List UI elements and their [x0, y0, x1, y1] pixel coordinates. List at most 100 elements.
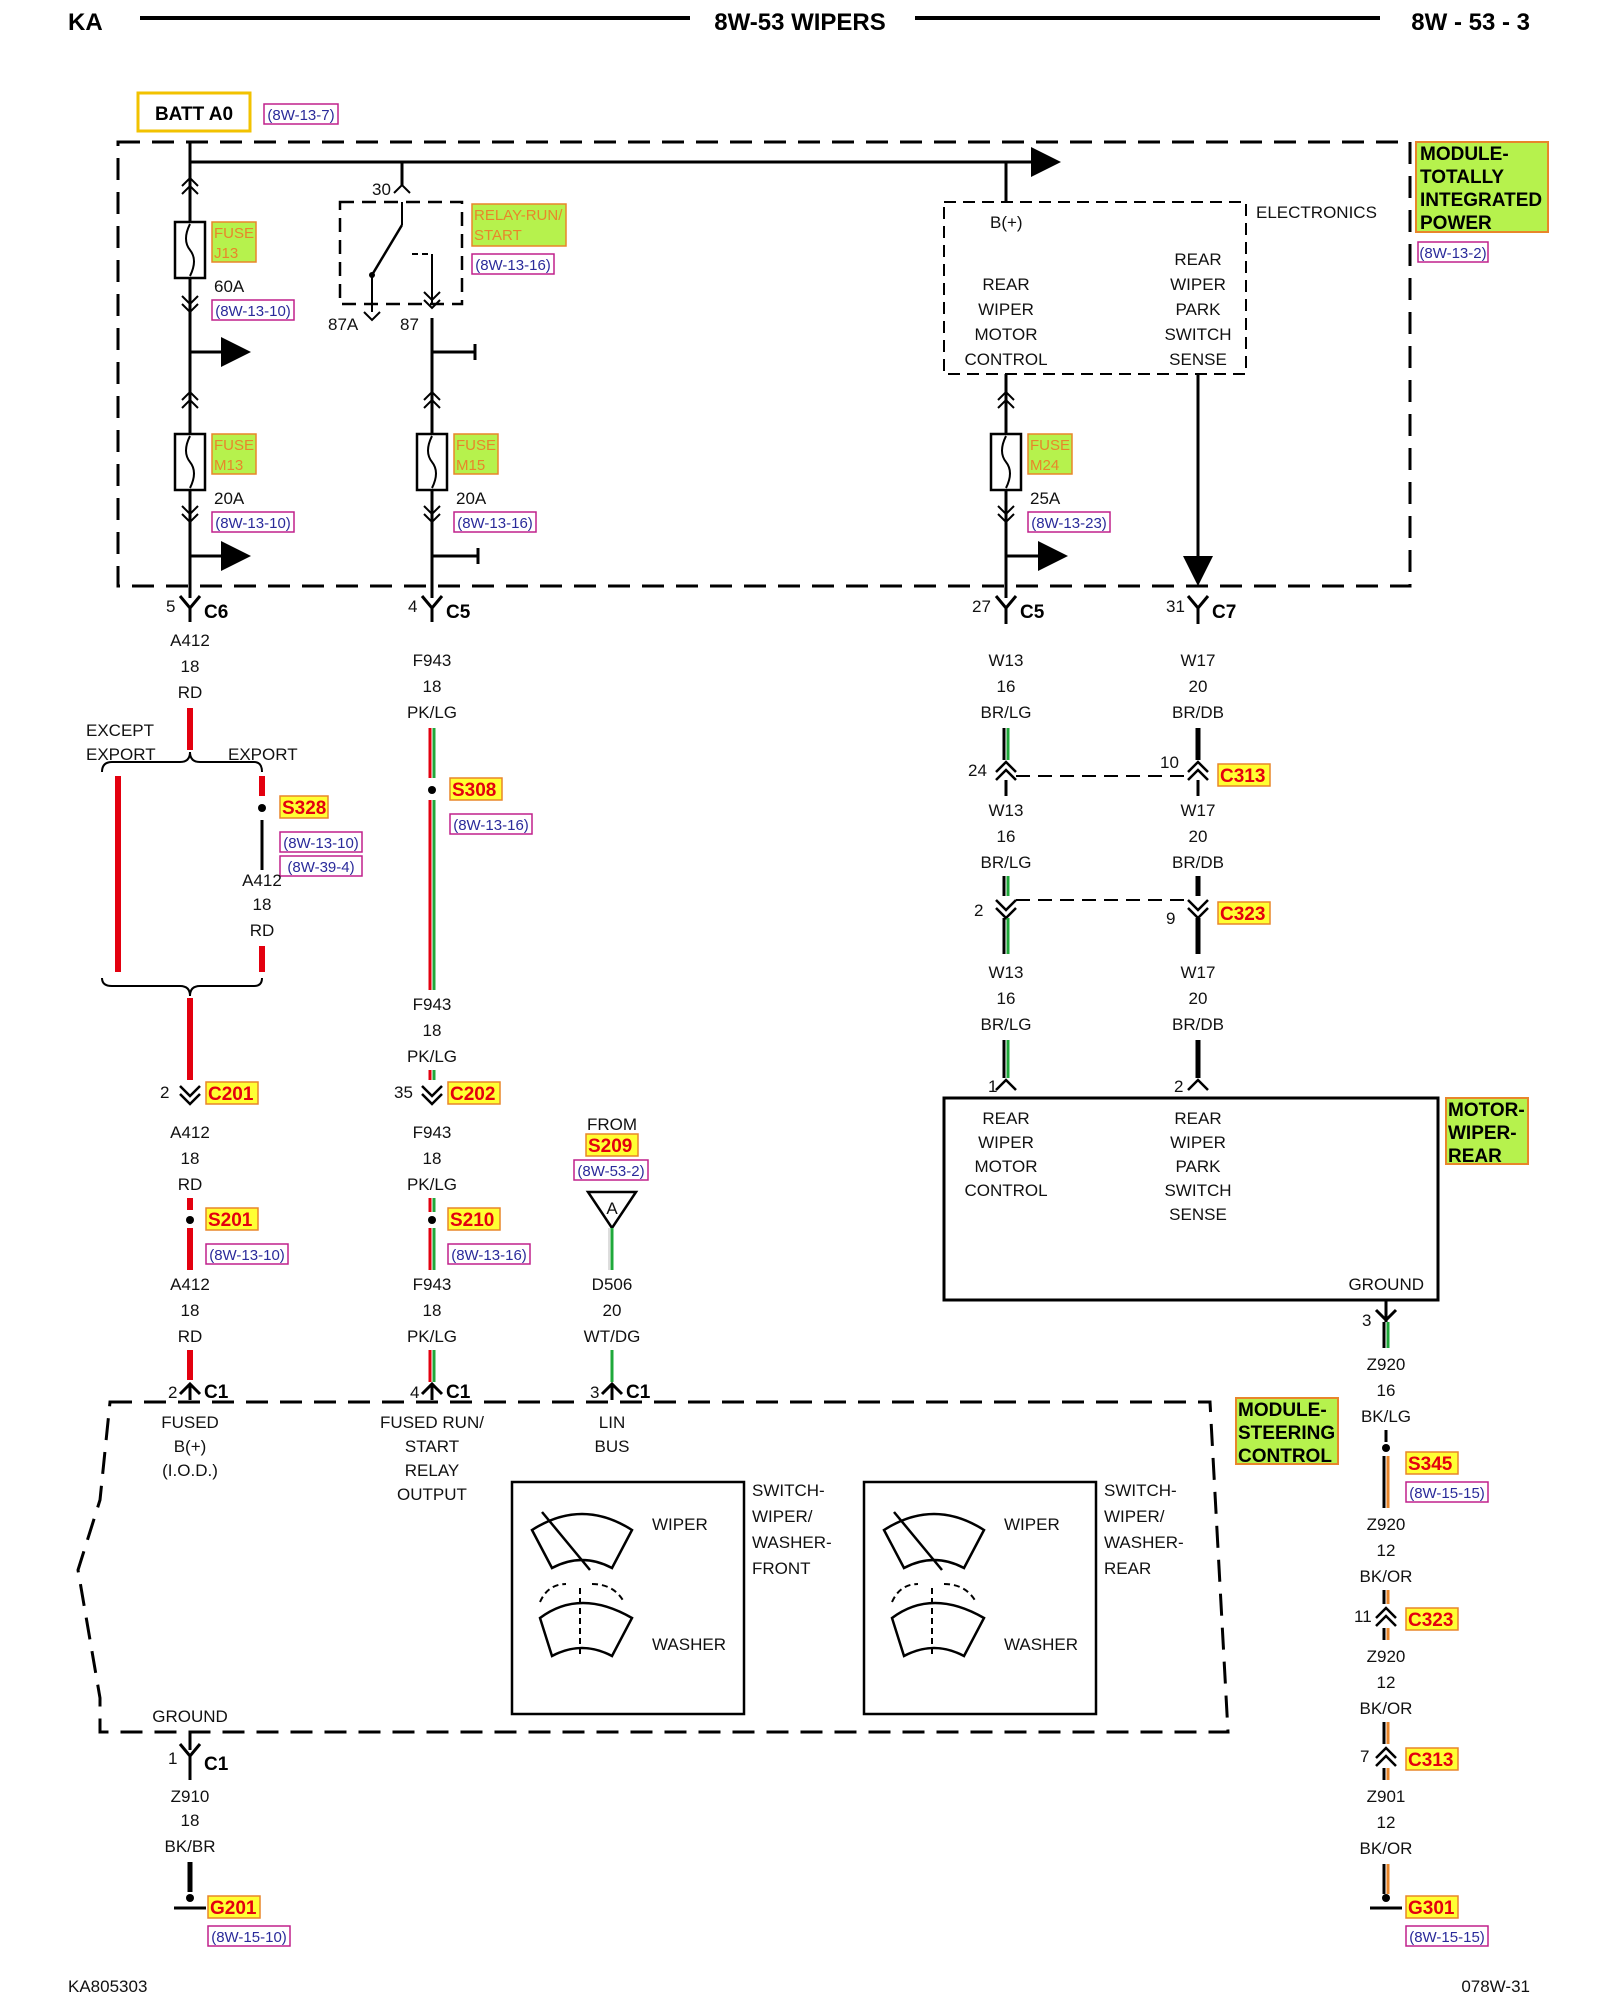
tipm-box	[116, 140, 1412, 588]
f943-2-code: F943	[413, 995, 452, 1014]
s328-dot	[258, 804, 266, 812]
g201-ref-box	[207, 1925, 291, 1947]
f943-3-code: F943	[413, 1123, 452, 1142]
fuse-m24-element	[1001, 435, 1011, 489]
s328-name: S328	[282, 798, 326, 819]
c1a-name: C1	[204, 1382, 229, 1403]
g301-ref-box	[1405, 1925, 1489, 1947]
except-l2: EXPORT	[86, 745, 156, 764]
c1b-pin: 4	[410, 1383, 419, 1402]
g201-ref: (8W-15-10)	[211, 1929, 287, 1946]
s209-name: S209	[588, 1136, 632, 1157]
c313b-pin: 7	[1360, 1747, 1369, 1766]
c201-name: C201	[208, 1084, 254, 1105]
w17-2-gauge: 20	[1189, 827, 1208, 846]
scm-box	[76, 1400, 1230, 1734]
motor-pin3: 3	[1362, 1311, 1371, 1330]
motor-right-5: SENSE	[1169, 1205, 1227, 1224]
c1g-pin: 1	[168, 1749, 177, 1768]
fuse-j13-ref-box	[211, 299, 295, 321]
scm-ground: GROUND	[152, 1707, 228, 1726]
c201-chevron	[179, 1085, 201, 1106]
w17-1-color: BR/DB	[1172, 703, 1224, 722]
c5a-pin: 4	[408, 597, 417, 616]
c313a-name: C313	[1220, 766, 1265, 787]
g301-label-bg	[1405, 1895, 1459, 1919]
c201-pin: 2	[160, 1083, 169, 1102]
s210-dot	[428, 1216, 436, 1224]
s328-ref2-box	[279, 855, 363, 877]
c202-name: C202	[450, 1084, 495, 1105]
c323b-chevron	[1375, 1606, 1397, 1627]
fuse-j13-amp: 60A	[214, 277, 245, 296]
relay-ref-box	[471, 253, 555, 275]
fuse-m24-ref: (8W-13-23)	[1031, 515, 1107, 532]
w17-3-gauge: 20	[1189, 989, 1208, 1008]
z920-1-gauge: 16	[1377, 1381, 1396, 1400]
f943-4-code: F943	[413, 1275, 452, 1294]
offpage-letter: A	[606, 1199, 618, 1218]
z901-gauge: 12	[1377, 1813, 1396, 1832]
f943-1-gauge: 18	[423, 677, 442, 696]
fuse-m13-ref: (8W-13-10)	[215, 515, 291, 532]
g301-name: G301	[1408, 1898, 1455, 1919]
c7-pin: 31	[1166, 597, 1185, 616]
a412-2-code: A412	[242, 871, 282, 890]
motor-right-2: WIPER	[1170, 1133, 1226, 1152]
relay-pin-87a: 87A	[328, 315, 359, 334]
s210-name: S210	[450, 1210, 494, 1231]
s308-label-bg	[449, 777, 503, 801]
w13-2-code: W13	[989, 801, 1024, 820]
z920-3-gauge: 12	[1377, 1673, 1396, 1692]
scm-name-2: STEERING	[1238, 1423, 1335, 1444]
z901-code: Z901	[1367, 1787, 1406, 1806]
c1c-pin: 3	[590, 1383, 599, 1402]
fuse-m13-l2: M13	[214, 457, 243, 474]
scm-name-3: CONTROL	[1238, 1446, 1332, 1467]
elec-left-1: REAR	[982, 275, 1029, 294]
motor-pin1-chevron	[995, 1078, 1017, 1091]
rear-wiper-icon	[882, 1512, 986, 1570]
w17-2-color: BR/DB	[1172, 853, 1224, 872]
s345-ref-box	[1405, 1481, 1489, 1503]
tipm-label-bg	[1415, 141, 1549, 233]
fuse-m15-ref-box	[453, 511, 537, 533]
rear-wiper-arm-icon	[893, 1511, 943, 1571]
relay-pin-87: 87	[400, 315, 419, 334]
c313b-chevron	[1375, 1746, 1397, 1767]
scm-lin-2: BUS	[595, 1437, 630, 1456]
a412-4-code: A412	[170, 1275, 210, 1294]
s328-label-bg	[279, 795, 329, 819]
elec-right-4: SWITCH	[1164, 325, 1231, 344]
relay-pin-30-chevron	[393, 183, 411, 194]
c6-name: C6	[204, 602, 228, 623]
c7-name: C7	[1212, 602, 1236, 623]
scm-fused-3: (I.O.D.)	[162, 1461, 218, 1480]
w13-1-code: W13	[989, 651, 1024, 670]
fuse-m13-l1: FUSE	[214, 437, 254, 454]
motor-name-2: WIPER-	[1448, 1123, 1517, 1144]
s328-ref1-box	[279, 831, 363, 853]
fuse-j13-column: FUSE J13 60A (8W-13-10) FUSE M13 20A (8W…	[173, 162, 295, 598]
page-header: KA 8W-53 WIPERS 8W - 53 - 3	[68, 9, 1530, 36]
fuse-m13-ref-box	[211, 511, 295, 533]
elec-right-5: SENSE	[1169, 350, 1227, 369]
g201-label-bg	[207, 1895, 261, 1919]
a412-1-color: RD	[178, 683, 203, 702]
s308-ref: (8W-13-16)	[453, 817, 529, 834]
c5a-name: C5	[446, 602, 471, 623]
fuse-j13-ref: (8W-13-10)	[215, 303, 291, 320]
c323a-label-bg	[1217, 901, 1271, 925]
relay-box	[338, 200, 464, 306]
motor-box	[942, 1096, 1440, 1302]
rear-switch-4: REAR	[1104, 1559, 1151, 1578]
z920-2-gauge: 12	[1377, 1541, 1396, 1560]
front-wiper-icon	[530, 1512, 634, 1570]
z920-2-code: Z920	[1367, 1515, 1406, 1534]
connector-chevron	[423, 505, 441, 524]
z910-color: BK/BR	[164, 1837, 215, 1856]
fuse-m15-label-bg	[453, 433, 499, 475]
c1b-name: C1	[446, 1382, 471, 1403]
scm-fused-2: B(+)	[174, 1437, 207, 1456]
module-steering-control: MODULE- STEERING CONTROL FUSED B(+) (I.O…	[76, 1397, 1339, 1734]
